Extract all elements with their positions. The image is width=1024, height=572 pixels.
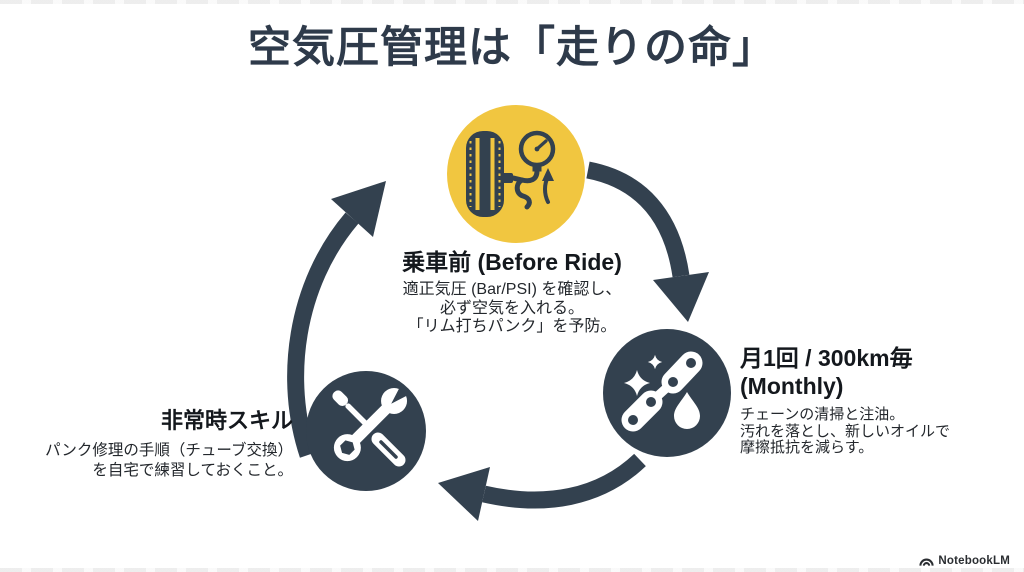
- emergency-node: [306, 371, 426, 491]
- before-ride-text: 乗車前 (Before Ride) 適正気圧 (Bar/PSI) を確認し、 必…: [0, 247, 1024, 337]
- emergency-line: パンク修理の手順（チューブ交換）: [45, 442, 293, 459]
- emergency-heading: 非常時スキル: [160, 408, 293, 433]
- repair-tools-icon: [332, 383, 412, 467]
- monthly-line: チェーンの清掃と注油。: [740, 406, 905, 423]
- notebooklm-logo-icon: [919, 558, 934, 566]
- before-ride-node: [447, 105, 585, 243]
- arrow-left: [287, 181, 386, 458]
- monthly-line: 摩擦抵抗を減らす。: [740, 439, 874, 456]
- arrow-bottom: [438, 453, 646, 521]
- arrow-top-right: [586, 161, 709, 322]
- chain-clean-lube-icon: [621, 351, 703, 432]
- before-ride-line: 「リム打ちパンク」を予防。: [407, 318, 617, 335]
- brand-name: NotebookLM: [938, 554, 1010, 567]
- monthly-text: 月1回 / 300km毎 (Monthly) チェーンの清掃と注油。 汚れを落と…: [740, 344, 1020, 457]
- tire-pressure-gauge-icon: [466, 130, 556, 217]
- monthly-node: [603, 329, 731, 457]
- before-ride-heading: 乗車前 (Before Ride): [402, 249, 622, 275]
- emergency-line: を自宅で練習しておくこと。: [92, 461, 293, 479]
- emergency-text: 非常時スキル パンク修理の手順（チューブ交換） を自宅で練習しておくこと。: [0, 407, 293, 480]
- top-edge-artifact: [0, 0, 1024, 4]
- brand-watermark: NotebookLM: [919, 554, 1010, 567]
- page-title: 空気圧管理は「走りの命」: [248, 24, 776, 72]
- before-ride-line: 必ず空気を入れる。: [439, 299, 584, 317]
- before-ride-line: 適正気圧 (Bar/PSI) を確認し、: [402, 281, 622, 298]
- bottom-edge-artifact: [0, 568, 1024, 572]
- monthly-heading: 月1回 / 300km毎 (Monthly): [740, 345, 913, 399]
- monthly-line: 汚れを落とし、新しいオイルで: [740, 422, 951, 440]
